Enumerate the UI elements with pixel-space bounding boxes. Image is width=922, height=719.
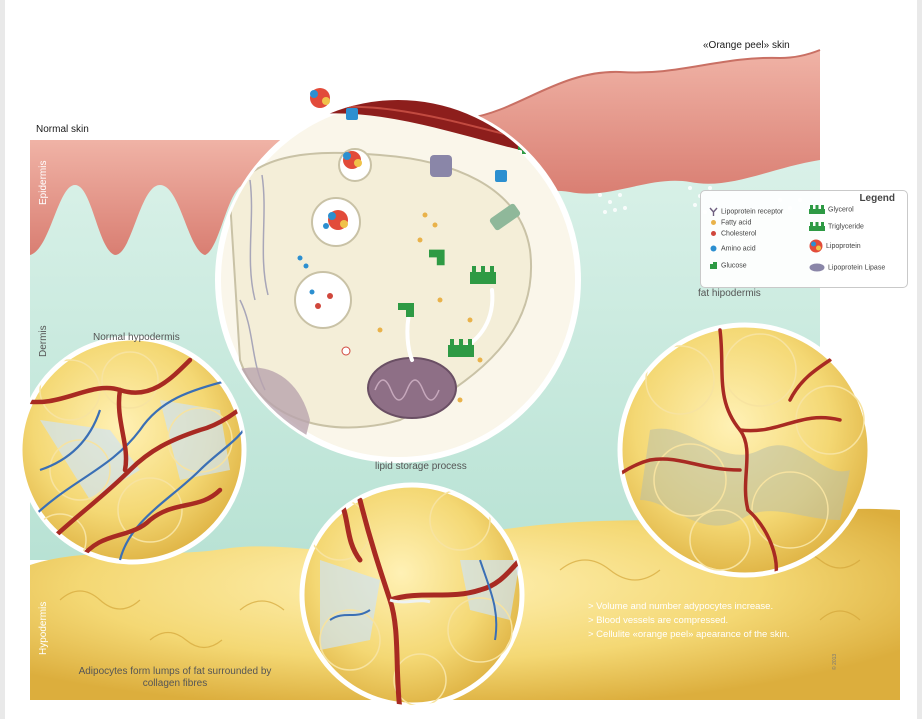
legend-label: Lipoprotein (826, 243, 861, 250)
fat-hipodermis-label: fat hipodermis (698, 288, 761, 299)
legend-item: Lipoprotein receptor (709, 207, 783, 217)
legend-label: Glycerol (828, 206, 854, 213)
legend-item: Triglyceride (809, 222, 864, 232)
receptor-icon (709, 207, 718, 216)
legend-label: Triglyceride (828, 223, 864, 230)
legend-label: Glucose (721, 262, 747, 269)
lipoprotein-icon (809, 239, 823, 253)
legend-label: Fatty acid (721, 219, 751, 226)
legend-item: Glycerol (809, 205, 854, 215)
lipase-icon (809, 263, 825, 272)
note-line: > Cellulite «orange peel» apearance of t… (588, 628, 790, 642)
glucose-icon (709, 261, 718, 270)
epidermis-label: Epidermis (38, 161, 49, 205)
amino-acid-icon (709, 244, 718, 253)
normal-hypodermis-label: Normal hypodermis (93, 332, 180, 343)
hypodermis-label: Hypodermis (38, 602, 49, 655)
legend-label: Lipoprotein receptor (721, 208, 783, 215)
legend-item: Fatty acid (709, 218, 751, 228)
orange-peel-skin-label: «Orange peel» skin (703, 40, 790, 51)
mitochondrion (368, 358, 456, 418)
adipocytes-caption-line2: collagen fibres (40, 678, 310, 690)
cholesterol-icon (709, 229, 718, 238)
legend-label: Cholesterol (721, 230, 756, 237)
adipocytes-caption-line1: Adipocytes form lumps of fat surrounded … (40, 666, 310, 678)
legend-item: Amino acid (709, 244, 756, 254)
adipocytes-caption: Adipocytes form lumps of fat surrounded … (40, 666, 310, 690)
glycerol-icon (809, 205, 825, 214)
triglyceride-icon (809, 222, 825, 231)
legend-item: Glucose (709, 261, 747, 271)
lipid-storage-label: lipid storage process (375, 461, 467, 472)
legend-item: Lipoprotein Lipase (809, 263, 885, 273)
note-line: > Volume and number adypocytes increase. (588, 600, 790, 614)
fatty-acid-icon (709, 218, 718, 227)
normal-skin-label: Normal skin (36, 124, 89, 135)
legend-label: Amino acid (721, 245, 756, 252)
cellulite-notes: > Volume and number adypocytes increase.… (588, 600, 790, 642)
legend-title: Legend (859, 193, 895, 204)
legend-item: Cholesterol (709, 229, 756, 239)
svg-text:© 2013: © 2013 (831, 654, 838, 670)
note-line: > Blood vessels are compressed. (588, 614, 790, 628)
dermis-label: Dermis (38, 325, 49, 357)
legend-label: Lipoprotein Lipase (828, 264, 885, 271)
lipoprotein-lipase (430, 155, 452, 177)
legend-box: Legend Lipoprotein receptor Fatty acid C… (700, 190, 908, 288)
legend-item: Lipoprotein (809, 239, 861, 253)
